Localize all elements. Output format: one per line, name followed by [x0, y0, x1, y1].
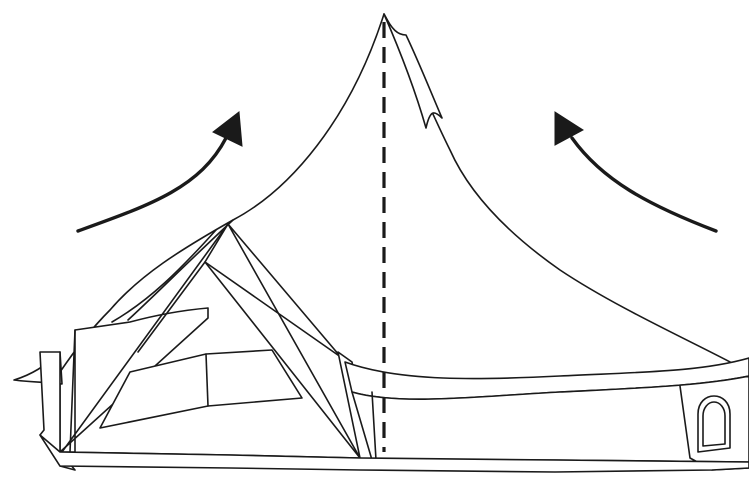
tent-lower-wall — [351, 375, 749, 463]
arrow-left-head — [212, 111, 243, 147]
tent-wall-left-seam — [371, 391, 377, 461]
tent-peak-flap — [383, 13, 443, 129]
arrow-up-left-icon — [76, 111, 243, 233]
tent-canopy-fold-1 — [127, 219, 234, 321]
tent-door-inner-left — [137, 261, 206, 353]
arrow-left-shaft — [76, 136, 228, 233]
tent-door-inner-right — [204, 261, 346, 361]
tent-door-left-edge — [61, 223, 229, 453]
arrow-right-shaft — [570, 136, 718, 233]
arrow-up-right-icon — [554, 111, 718, 233]
tent-door-flap-left-edge — [69, 329, 76, 453]
tent-inner-wall-seam — [205, 353, 209, 407]
tent-door-right-edge — [227, 223, 361, 459]
tent-window-inner — [702, 401, 726, 447]
tent-canopy-fold-2 — [111, 229, 217, 323]
tent-window — [697, 395, 731, 453]
tent-groundsheet — [39, 434, 749, 473]
arrow-right-head — [554, 111, 584, 146]
